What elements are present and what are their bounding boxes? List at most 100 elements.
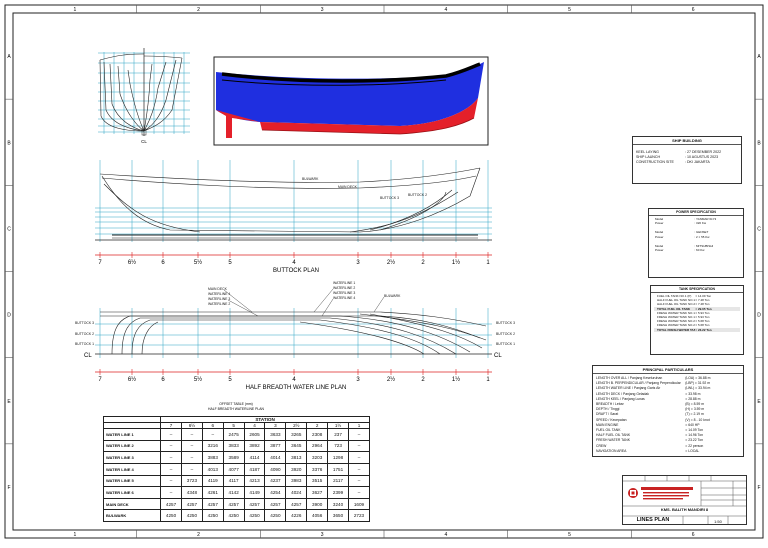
offset-value: 4013 bbox=[201, 462, 224, 476]
offset-value: – bbox=[180, 439, 203, 453]
principal-row: CREW= 22 person bbox=[596, 443, 704, 448]
offset-value: 3723 bbox=[180, 474, 203, 488]
station-label: 6 bbox=[161, 377, 165, 383]
offset-value: 4226 bbox=[285, 509, 308, 522]
station-label: 2 bbox=[421, 260, 425, 266]
ship-building-row: CONSTRUCTION SITE: DKI JAKARTA bbox=[636, 160, 710, 164]
offset-value: 3877 bbox=[264, 439, 287, 453]
offset-value: – bbox=[347, 451, 371, 464]
offset-value: 4250 bbox=[264, 509, 287, 522]
zone-column-label: 5 bbox=[568, 532, 571, 538]
station-label: 5½ bbox=[194, 376, 202, 383]
tank-spec-row: HALF FUEL OIL TANK NO.1 (S)= 7.48 Ton bbox=[657, 298, 710, 303]
hull-3d-render bbox=[213, 56, 489, 146]
wl-cl-left: CL bbox=[84, 353, 92, 359]
offset-value: 4237 bbox=[264, 474, 287, 488]
offset-value: 4250 bbox=[180, 509, 203, 522]
offset-value: – bbox=[347, 462, 371, 476]
zone-row-label: F bbox=[7, 485, 10, 491]
offset-column-header: 1 bbox=[347, 422, 371, 429]
title-block-ship-name: KMS. BALITH MANDIRI 8 bbox=[660, 507, 709, 512]
principal-row: LENGTH KEEL / Panjang Lunas= 28.88 m bbox=[596, 396, 701, 401]
waterline-plan: BUTTOCK 3 BUTTOCK 2 BUTTOCK 1 BUTTOCK 3 … bbox=[75, 281, 515, 391]
offset-row-label: WATER LINE 4 bbox=[102, 462, 162, 476]
offset-value: 4257 bbox=[285, 497, 308, 511]
power-spec-row: Model: YANMAR 6LY3 bbox=[655, 217, 717, 221]
offset-value: – bbox=[201, 428, 224, 441]
offset-value: 2605 bbox=[243, 428, 266, 441]
principal-particulars-block: PRINCIPAL PARTICULARS LENGTH OVER ALL / … bbox=[592, 365, 744, 457]
offset-value: 4056 bbox=[306, 509, 329, 522]
station-label: 2½ bbox=[387, 259, 395, 266]
offset-value: – bbox=[180, 428, 203, 441]
offset-value: 3589 bbox=[222, 451, 245, 464]
buttock-plan-title: BUTTOCK PLAN bbox=[273, 268, 319, 274]
power-spec-row: Model: MITSUBISHI bbox=[655, 243, 714, 248]
wl-label-right-1: WATERLINE 2 bbox=[333, 286, 355, 290]
wl-buttock-left-2: BUTTOCK 2 bbox=[75, 332, 94, 336]
station-label: 3 bbox=[356, 377, 360, 383]
offset-row-label: WATER LINE 1 bbox=[102, 428, 162, 441]
ship-building-title: SHIP BUILDING bbox=[633, 137, 741, 145]
offset-value: – bbox=[180, 451, 203, 464]
wl-label-right-2: WATERLINE 3 bbox=[333, 291, 355, 295]
buttock-label-1: BULWARK bbox=[302, 177, 319, 181]
offset-value: – bbox=[160, 474, 182, 488]
zone-column-label: 5 bbox=[568, 7, 571, 13]
wl-buttock-right-1: BUTTOCK 1 bbox=[496, 342, 515, 346]
zone-ticks bbox=[5, 5, 763, 538]
offset-value: 3833 bbox=[222, 439, 245, 453]
tank-spec-title: TANK SPECIFICATION bbox=[651, 286, 743, 293]
offset-value: 3645 bbox=[285, 439, 308, 453]
offset-value: 4014 bbox=[264, 451, 287, 464]
offset-value: 2723 bbox=[347, 509, 371, 522]
offset-value: 4257 bbox=[264, 497, 287, 511]
zone-column-label: 4 bbox=[444, 7, 447, 13]
wl-label-left-2: WATERLINE 3 bbox=[208, 297, 230, 301]
offset-value: 2475 bbox=[222, 428, 245, 441]
principal-row: NAVIGATION AREA= LOCAL bbox=[596, 448, 700, 453]
zone-column-label: 2 bbox=[197, 532, 200, 538]
tank-spec-total-row: TOTAL FUEL OIL TANK= 29.05 Ton bbox=[654, 306, 740, 311]
station-label: 5 bbox=[228, 377, 232, 383]
zone-row-label: F bbox=[757, 485, 760, 491]
station-label: 1½ bbox=[452, 376, 460, 383]
offset-value: 2117 bbox=[327, 474, 349, 488]
wl-label-left-0: MAIN DECK bbox=[208, 287, 228, 291]
offset-value: 3900 bbox=[306, 497, 329, 511]
power-spec-row: Model: GENSET bbox=[655, 230, 709, 235]
offset-row-label: WATER LINE 5 bbox=[102, 474, 162, 488]
offset-value: 3216 bbox=[201, 439, 224, 453]
wl-label-left-1: WATERLINE 4 bbox=[208, 292, 230, 296]
offset-value: 3265 bbox=[285, 428, 308, 441]
zone-column-label: 3 bbox=[321, 7, 324, 13]
offset-value: 4250 bbox=[222, 509, 245, 522]
tank-spec-row: HALF FUEL OIL TANK NO.2 (P)= 7.48 Ton bbox=[657, 302, 710, 307]
ship-building-row: KEEL LAYING: 27 DESEMBER 2022 bbox=[636, 150, 722, 154]
ship-building-row: SHIP LAUNCH: 10 AGUSTUS 2023 bbox=[636, 155, 719, 159]
offset-value: 4142 bbox=[222, 486, 245, 499]
station-label: 2½ bbox=[387, 376, 395, 383]
power-spec-row: Power: 60 Kw bbox=[655, 248, 705, 253]
principal-row: FUEL OIL TANK= 14.09 Ton bbox=[596, 428, 704, 433]
offset-value: 3515 bbox=[306, 474, 329, 488]
principal-row: DEPTH / Tinggi(H) = 3.59 m bbox=[596, 407, 705, 412]
station-label: 6 bbox=[161, 260, 165, 266]
offset-value: 237 bbox=[327, 428, 349, 441]
station-label: 7 bbox=[98, 260, 102, 266]
tank-spec-row: FRESH WATER TANK NO.2 (S)= 5.68 Ton bbox=[657, 323, 710, 328]
power-spec-title: POWER SPECIFICATION bbox=[649, 209, 743, 216]
offset-value: 4114 bbox=[243, 451, 266, 464]
offset-value: 4250 bbox=[201, 509, 224, 522]
wl-buttock-right-2: BUTTOCK 2 bbox=[496, 332, 515, 336]
zone-row-label: E bbox=[7, 399, 11, 405]
offset-value: 4250 bbox=[160, 509, 182, 522]
offset-value: 1609 bbox=[347, 497, 371, 511]
offset-value: 3883 bbox=[201, 451, 224, 464]
